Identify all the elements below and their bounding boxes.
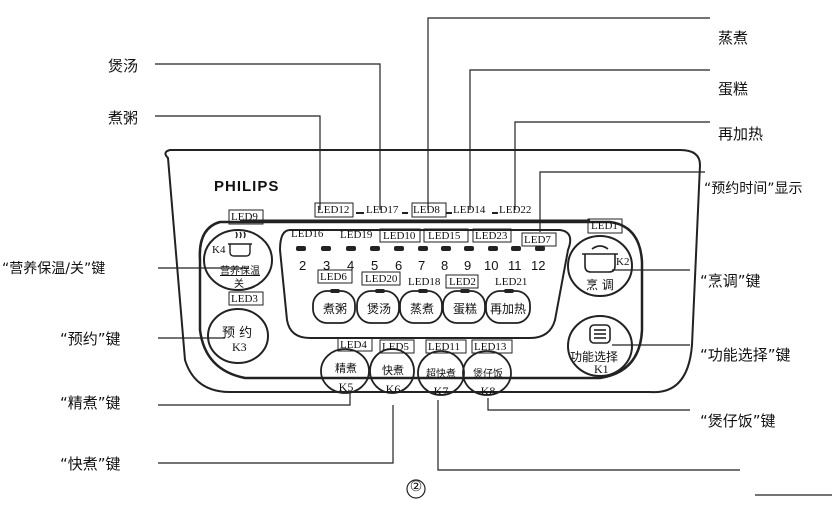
callout-yuyue-key: “预约”键 <box>60 330 121 348</box>
k1-key-shape <box>567 315 633 377</box>
led14-label: LED14 <box>453 204 486 216</box>
menu-button-zhuzhou[interactable]: 煮粥 <box>322 302 347 316</box>
callout-baotang: 煲汤 <box>108 57 139 75</box>
callout-kuaizhu-key: “快煮”键 <box>60 455 121 473</box>
k7-key-id: K7 <box>433 384 449 398</box>
hour-7: 7 <box>418 258 426 273</box>
menu-button-shapes <box>312 290 531 324</box>
bottom-key-shapes <box>320 348 512 396</box>
k4-key-id: K4 <box>212 244 226 256</box>
led20-label: LED20 <box>365 273 398 285</box>
callout-yingyang-key: “营养保温/关”键 <box>2 261 106 277</box>
menu-button-dangao[interactable]: 蛋糕 <box>452 302 477 316</box>
led5-label: LED5 <box>382 341 409 353</box>
baozaifan-button[interactable]: 煲仔饭 K8 <box>464 365 512 399</box>
menu-button-zhengzhu[interactable]: 蒸煮 <box>409 302 434 316</box>
k2-key-id: K2 <box>616 256 630 268</box>
k2-key-shape <box>567 235 633 297</box>
panel-outline <box>164 149 702 394</box>
hour-8: 8 <box>441 258 449 273</box>
leader-lines <box>155 17 832 496</box>
hour-10: 10 <box>484 258 499 273</box>
k1-key-id: K1 <box>594 362 609 376</box>
callout-yuyue-time: “预约时间”显示 <box>704 181 803 197</box>
hour-5: 5 <box>371 258 379 273</box>
led23-label: LED23 <box>475 230 508 242</box>
led4-label: LED4 <box>340 339 367 351</box>
chaokuaizhu-label: 超快煮 <box>426 369 456 380</box>
led22-label: LED22 <box>499 204 532 216</box>
led13-label: LED13 <box>474 341 507 353</box>
k1-key-label: 功能选择 <box>570 350 619 364</box>
callout-pengtiao-key: “烹调”键 <box>700 272 761 290</box>
menu-button-baotang[interactable]: 煲汤 <box>366 302 391 316</box>
hour-6: 6 <box>395 258 403 273</box>
led1-label: LED1 <box>591 220 618 232</box>
steam-pot-icon <box>228 231 252 257</box>
callout-dangao: 蛋糕 <box>718 80 749 98</box>
led3-label: LED3 <box>231 293 258 305</box>
led9-label: LED9 <box>231 211 258 223</box>
led12-label: LED12 <box>317 204 350 216</box>
inner-panel <box>198 220 644 380</box>
hour-4: 4 <box>347 258 355 273</box>
hour-scale: 2 3 4 5 6 7 8 9 10 11 12 <box>295 258 555 276</box>
kuaizhu-label: 快煮 <box>382 364 404 377</box>
hour-9: 9 <box>464 258 472 273</box>
callout-gongneng-key: “功能选择”键 <box>700 346 791 364</box>
brand-logo: PHILIPS <box>214 178 280 195</box>
hour-2: 2 <box>299 258 307 273</box>
kuaizhu-button[interactable]: 快煮 K6 <box>370 362 416 397</box>
led15-label: LED15 <box>428 230 461 242</box>
led8-label: LED8 <box>413 204 440 216</box>
k4-key-label-off: 关 <box>234 279 244 290</box>
page-number: ② <box>409 479 423 495</box>
k4-key[interactable]: K4 营养保温 关 <box>206 232 272 290</box>
led17-label: LED17 <box>366 204 399 216</box>
pot-icon <box>582 245 618 273</box>
hour-11: 11 <box>508 258 522 273</box>
k6-key-id: K6 <box>385 382 401 396</box>
hour-12: 12 <box>531 258 546 273</box>
callout-zhuzhou: 煮粥 <box>108 109 139 127</box>
k4-key-shape <box>203 229 273 291</box>
menu-button-zaijiare[interactable]: 再加热 <box>489 302 526 316</box>
k4-key-label: 营养保温 <box>220 266 260 277</box>
baozaifan-label: 煲仔饭 <box>473 369 503 380</box>
k1-key[interactable]: 功能选择 K1 <box>568 318 632 376</box>
led19-label: LED19 <box>340 229 373 241</box>
callout-zaijiare: 再加热 <box>718 125 764 143</box>
k2-key-label: 烹 调 <box>586 278 614 292</box>
hour-led-dots <box>296 246 545 251</box>
k8-key-id: K8 <box>480 384 496 398</box>
k3-key-label: 预 约 <box>222 326 253 341</box>
led11-label: LED11 <box>428 341 460 353</box>
led21-label: LED21 <box>495 276 528 288</box>
k2-key[interactable]: K2 烹 调 <box>568 238 632 296</box>
jingzhu-button[interactable]: 精煮 K5 <box>322 360 370 395</box>
led2-label: LED2 <box>449 276 476 288</box>
hour-3: 3 <box>323 258 331 273</box>
k3-key-id: K3 <box>232 340 247 354</box>
callout-baozaifan-key: “煲仔饭”键 <box>700 412 776 430</box>
led16-label: LED16 <box>291 228 324 240</box>
led-label-boxes <box>228 202 623 354</box>
chaokuaizhu-button[interactable]: 超快煮 K7 <box>418 365 464 399</box>
k3-key-shape <box>207 308 269 364</box>
led18-label: LED18 <box>408 276 441 288</box>
jingzhu-label: 精煮 <box>335 362 357 375</box>
callout-zhengzhu: 蒸煮 <box>718 29 749 47</box>
led10-label: LED10 <box>383 230 416 242</box>
menu-list-icon <box>589 324 611 344</box>
page-number-circle <box>406 479 426 499</box>
display-area <box>278 229 572 339</box>
led6-label: LED6 <box>320 271 347 283</box>
k5-key-id: K5 <box>338 380 354 394</box>
callout-jingzhu-key: “精煮”键 <box>60 394 121 412</box>
led7-label: LED7 <box>524 234 551 246</box>
k3-key[interactable]: 预 约 K3 <box>210 312 268 362</box>
